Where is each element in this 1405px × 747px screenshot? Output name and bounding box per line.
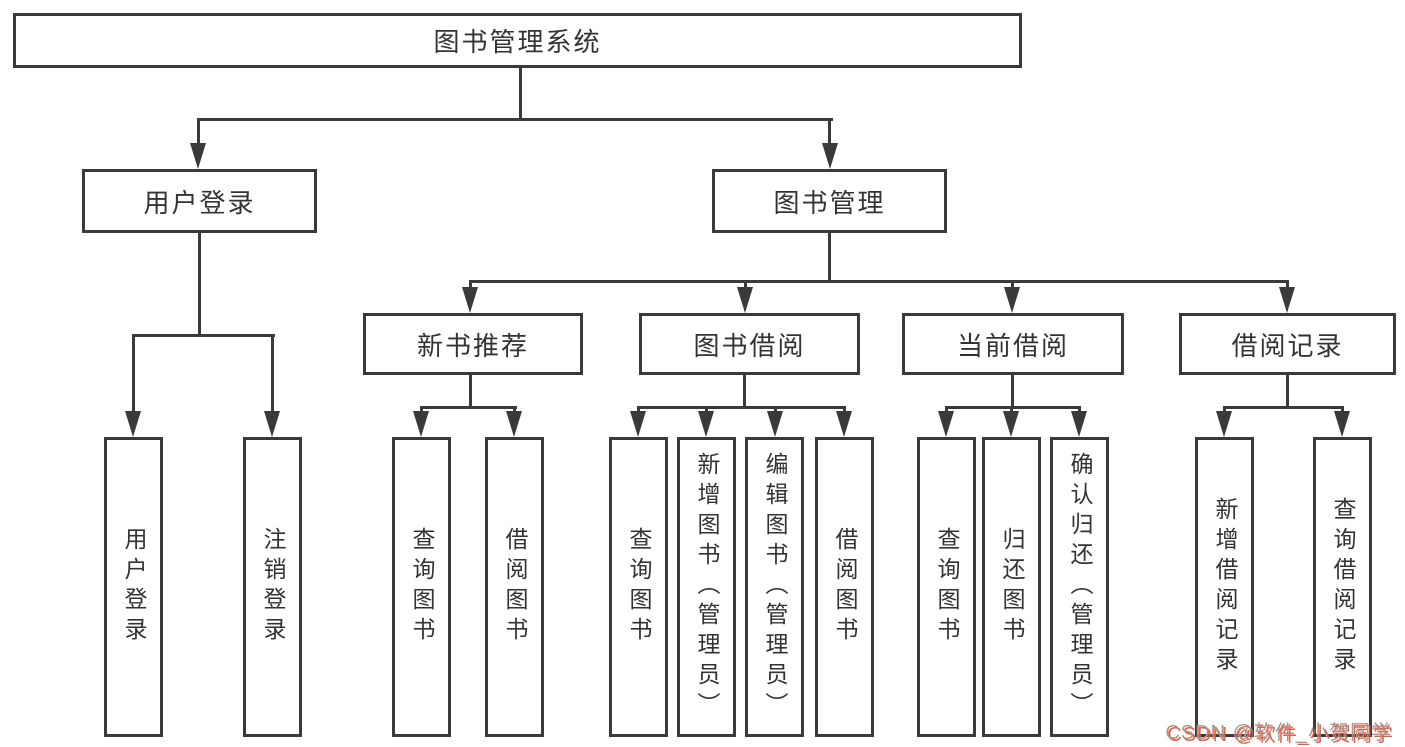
arrowhead-down-icon <box>1004 287 1020 313</box>
connector-line <box>945 406 948 414</box>
node-label: 注销登录 <box>260 527 286 647</box>
node-label: 查询图书 <box>626 527 652 647</box>
arrowhead-down-icon <box>836 411 852 437</box>
node-current-borrowing: 当前借阅 <box>902 313 1124 375</box>
node-label: 新增借阅记录 <box>1212 497 1238 677</box>
node-label: 查询图书 <box>934 527 960 647</box>
connector-line <box>1286 375 1289 409</box>
node-label: 借阅图书 <box>832 527 858 647</box>
arrowhead-down-icon <box>1003 411 1019 437</box>
node-query-books-current: 查询图书 <box>917 437 976 737</box>
node-label: 查询借阅记录 <box>1330 497 1356 677</box>
connector-line <box>1010 406 1013 414</box>
connector-line <box>774 406 777 414</box>
node-user-login: 用户登录 <box>82 169 317 233</box>
node-label: 借阅图书 <box>502 527 528 647</box>
arrowhead-down-icon <box>737 287 753 313</box>
node-new-book-recommendation: 新书推荐 <box>363 313 583 375</box>
arrowhead-down-icon <box>1216 411 1232 437</box>
node-book-management: 图书管理 <box>712 169 947 233</box>
connector-line <box>1078 406 1081 414</box>
connector-line <box>469 280 1289 283</box>
node-library-management-system: 图书管理系统 <box>13 13 1022 68</box>
node-label: 查询图书 <box>409 527 435 647</box>
node-label: 编辑图书（管理员） <box>762 452 788 722</box>
node-confirm-return-admin: 确认归还（管理员） <box>1050 437 1109 737</box>
node-label: 用户登录 <box>143 187 256 218</box>
node-label: 借阅记录 <box>1231 330 1344 361</box>
arrowhead-down-icon <box>264 411 280 437</box>
node-user-login-leaf: 用户登录 <box>104 437 163 737</box>
connector-line <box>469 375 472 409</box>
node-query-books-recommend: 查询图书 <box>392 437 451 737</box>
node-label: 图书借阅 <box>693 330 806 361</box>
node-query-books-borrowing: 查询图书 <box>609 437 668 737</box>
node-add-books-admin: 新增图书（管理员） <box>677 437 736 737</box>
connector-line <box>1341 406 1344 414</box>
connector-line <box>1223 406 1344 409</box>
connector-line <box>637 406 846 409</box>
connector-line <box>744 280 747 293</box>
arrowhead-down-icon <box>413 411 429 437</box>
arrowhead-down-icon <box>698 411 714 437</box>
node-label: 新书推荐 <box>416 330 529 361</box>
connector-line <box>469 280 472 293</box>
arrowhead-down-icon <box>1071 411 1087 437</box>
node-label: 图书管理系统 <box>433 27 602 57</box>
connector-line <box>420 406 423 414</box>
connector-line <box>828 233 831 283</box>
connector-line <box>197 118 200 146</box>
arrowhead-down-icon <box>1334 411 1350 437</box>
connector-line <box>513 406 516 414</box>
connector-line <box>271 334 274 413</box>
node-return-books: 归还图书 <box>982 437 1041 737</box>
connector-line <box>945 406 1081 409</box>
arrowhead-down-icon <box>822 143 838 169</box>
node-borrowing-records: 借阅记录 <box>1179 313 1396 375</box>
arrowhead-down-icon <box>462 287 478 313</box>
connector-line <box>743 375 746 409</box>
node-query-borrow-record: 查询借阅记录 <box>1313 437 1372 737</box>
connector-line <box>1011 375 1014 409</box>
arrowhead-down-icon <box>506 411 522 437</box>
connector-line <box>420 406 517 409</box>
node-label: 新增图书（管理员） <box>694 452 720 722</box>
node-label: 确认归还（管理员） <box>1067 452 1093 722</box>
node-borrow-books-recommend: 借阅图书 <box>485 437 544 737</box>
arrowhead-down-icon <box>190 143 206 169</box>
node-label: 用户登录 <box>121 527 147 647</box>
connector-line <box>637 406 640 414</box>
connector-line <box>132 334 275 337</box>
connector-line <box>1011 280 1014 293</box>
connector-line <box>1223 406 1226 414</box>
arrowhead-down-icon <box>125 411 141 437</box>
connector-line <box>828 118 831 146</box>
node-logout: 注销登录 <box>243 437 302 737</box>
node-edit-books-admin: 编辑图书（管理员） <box>745 437 804 737</box>
arrowhead-down-icon <box>938 411 954 437</box>
connector-line <box>197 118 833 121</box>
csdn-watermark: CSDN @软件_小贺同学 <box>1165 722 1392 744</box>
connector-line <box>705 406 708 414</box>
connector-line <box>519 68 522 121</box>
node-label: 归还图书 <box>999 527 1025 647</box>
node-add-borrow-record: 新增借阅记录 <box>1195 437 1254 737</box>
connector-line <box>132 334 135 413</box>
connector-line <box>843 406 846 414</box>
node-label: 图书管理 <box>773 187 886 218</box>
connector-line <box>1286 280 1289 293</box>
arrowhead-down-icon <box>630 411 646 437</box>
node-label: 当前借阅 <box>956 330 1069 361</box>
node-borrow-books-borrowing: 借阅图书 <box>815 437 874 737</box>
arrowhead-down-icon <box>767 411 783 437</box>
connector-line <box>198 233 201 337</box>
arrowhead-down-icon <box>1279 287 1295 313</box>
node-book-borrowing: 图书借阅 <box>639 313 860 375</box>
